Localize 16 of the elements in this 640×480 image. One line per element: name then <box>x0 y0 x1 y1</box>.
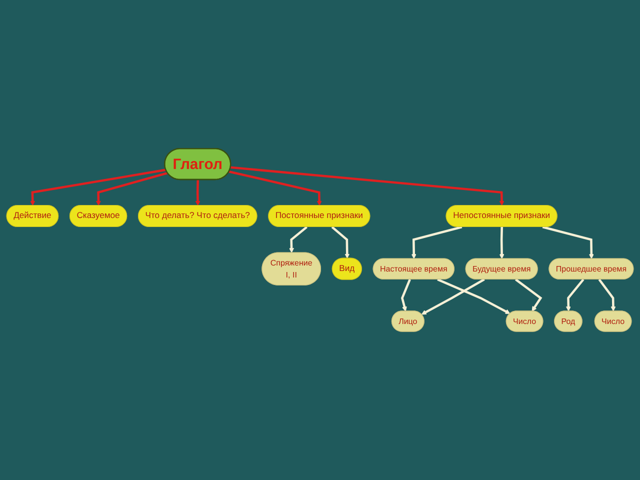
arrow <box>598 278 616 312</box>
arrow <box>331 226 350 259</box>
arrow <box>228 170 322 206</box>
arrow <box>421 278 485 315</box>
arrow <box>230 166 504 206</box>
arrow <box>96 172 168 206</box>
arrow <box>437 278 510 314</box>
arrow <box>542 226 594 259</box>
arrow <box>566 278 584 312</box>
arrow <box>30 168 166 206</box>
arrow <box>400 278 411 312</box>
arrow <box>499 226 504 259</box>
arrow <box>514 278 542 312</box>
arrow <box>411 226 462 259</box>
arrow <box>195 180 200 206</box>
arrow <box>289 226 308 253</box>
